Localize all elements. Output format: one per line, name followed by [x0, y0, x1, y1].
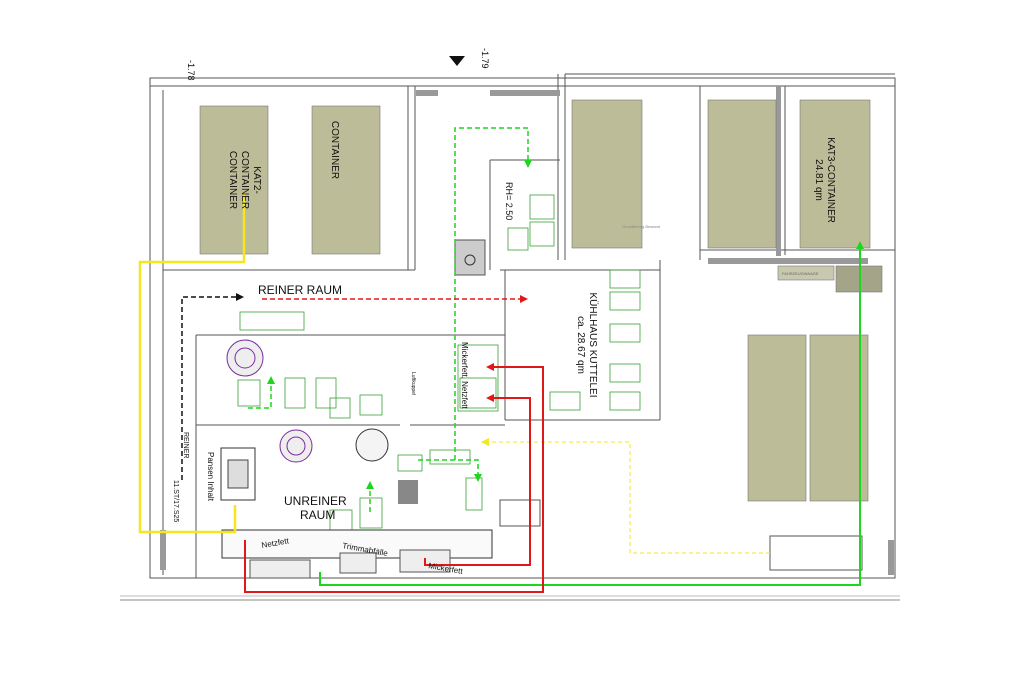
- fahrzeugwaage: [777, 265, 835, 281]
- container-box-lower1: [747, 334, 807, 502]
- kat3-container: [799, 99, 871, 249]
- wall-fills: [160, 86, 894, 575]
- level-right: -1.79: [480, 48, 490, 69]
- reiner-zugang-label: REINER: [182, 432, 189, 458]
- pansen-inhalt-label: Pansen Inhalt: [206, 452, 215, 502]
- stat-code-label: 11.ST/17.S25: [172, 480, 179, 522]
- container-box: [311, 105, 381, 255]
- kat3-container-label: KAT3-CONTAINER 24.81 qm: [813, 137, 836, 223]
- svg-text:CONTAINER: CONTAINER: [239, 151, 250, 209]
- reiner-raum-label: REINER RAUM: [258, 283, 342, 297]
- flow-path-black-dashed: [181, 296, 236, 480]
- svg-text:KÜHLHAUS KUTTELEI: KÜHLHAUS KUTTELEI: [587, 292, 599, 397]
- kat2-container: [199, 105, 269, 255]
- svg-text:KAT3-CONTAINER: KAT3-CONTAINER: [825, 137, 836, 223]
- flow-path-red: [244, 366, 544, 593]
- svg-text:24.81 qm: 24.81 qm: [813, 159, 824, 201]
- arrow-heads: [236, 56, 864, 489]
- grundierung-label: Grundierung Bestand: [622, 224, 660, 229]
- container-box-lower2: [809, 334, 869, 502]
- svg-text:ca. 28.67 qm: ca. 28.67 qm: [575, 316, 586, 374]
- flow-path-yellow: [138, 192, 246, 534]
- flow-path-yellow-dashed: [485, 441, 770, 554]
- flow-path-green-dashed: [248, 127, 529, 512]
- svg-text:CONTAINER: CONTAINER: [227, 151, 238, 209]
- mickerfett-netzfett-label: Mickerfett, Netzfett: [460, 342, 469, 409]
- container-label: CONTAINER: [329, 121, 340, 179]
- mickerfett-label: Mickerfett: [428, 561, 464, 576]
- kuehlhaus-label: KÜHLHAUS KUTTELEI ca. 28.67 qm: [575, 292, 599, 397]
- level-left: -1.78: [186, 60, 196, 81]
- container-box-right2: [707, 99, 777, 249]
- flow-path-green: [319, 245, 861, 586]
- kat2-container-label: KAT2- CONTAINER CONTAINER: [227, 151, 262, 209]
- svg-text:KAT2-: KAT2-: [251, 166, 262, 194]
- luftkuppel-label: Luftkuppel: [410, 372, 416, 395]
- rh-label: RH= 2.50: [504, 182, 514, 220]
- fahrzeugwaage-label: FAHRZEUGWAAGE: [782, 271, 819, 276]
- machines: [220, 239, 863, 579]
- svg-text:RAUM: RAUM: [300, 508, 335, 522]
- svg-text:UNREINER: UNREINER: [284, 494, 347, 508]
- container-box-right1: [571, 99, 643, 249]
- containers: [199, 99, 883, 502]
- unreiner-raum-label: UNREINER RAUM: [284, 494, 347, 522]
- equipment: [237, 194, 641, 531]
